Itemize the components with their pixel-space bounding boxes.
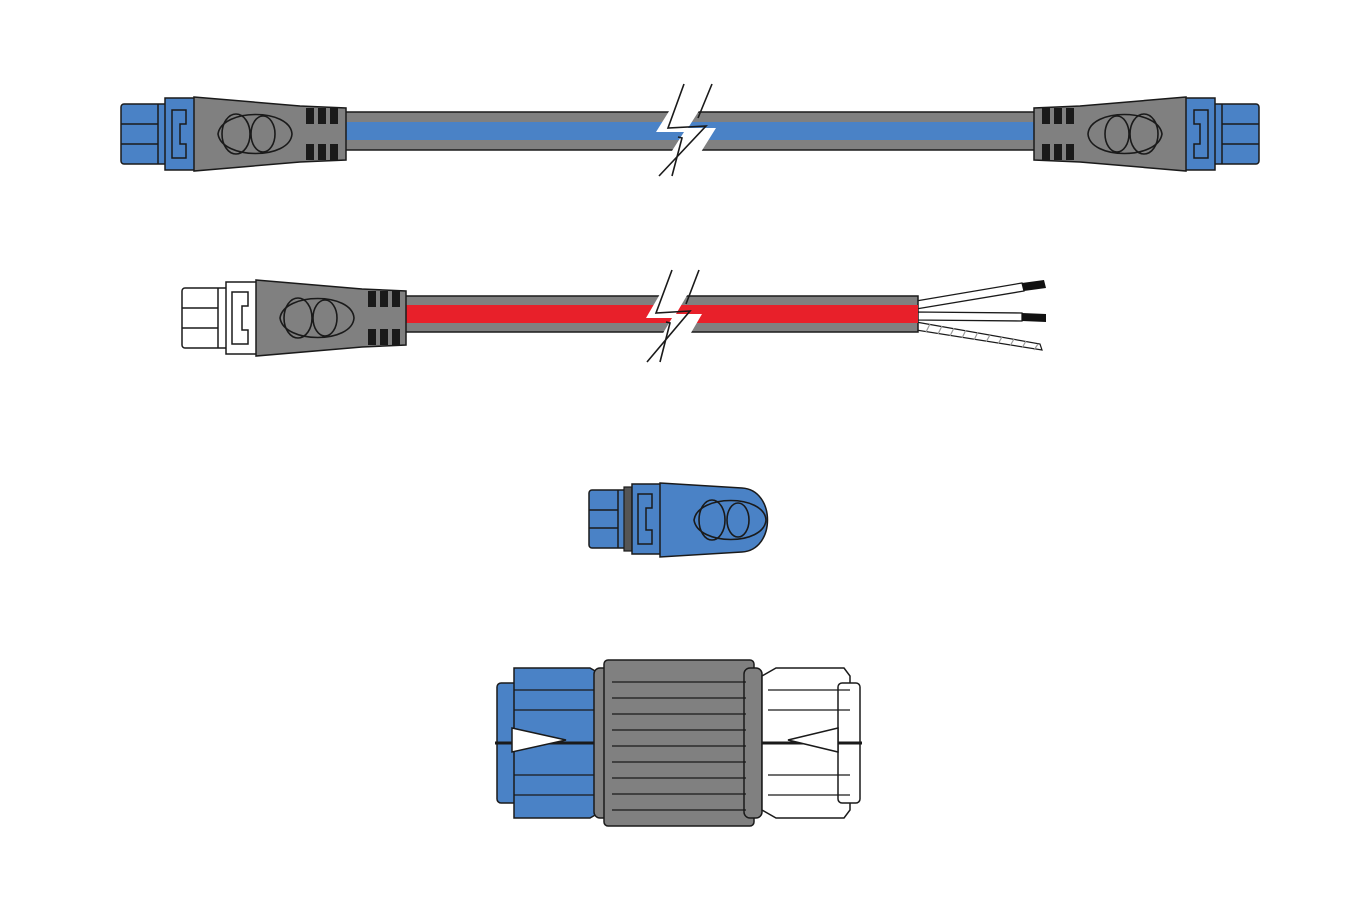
- shield-drain-wire: [915, 321, 1043, 351]
- joiner-middle-grey-body: [593, 659, 763, 827]
- power-cable: [181, 269, 1046, 363]
- grip-oval-icon: [217, 113, 293, 155]
- grip-oval-icon: [1087, 113, 1163, 155]
- grip-oval-icon: [693, 499, 767, 541]
- break-mark-icon: [646, 269, 702, 363]
- joiner-right-white-cap: [761, 667, 862, 819]
- backbone-left-connector: [120, 96, 347, 172]
- grip-ridges-icon: [1042, 108, 1074, 160]
- backbone-cable: [120, 83, 1260, 177]
- chevron-left-icon: [787, 727, 839, 753]
- joiner-left-blue-cap: [495, 667, 606, 819]
- terminator: [588, 482, 769, 558]
- break-mark-icon: [656, 83, 716, 177]
- t-piece-joiner: [495, 659, 862, 827]
- backbone-right-connector: [1033, 96, 1260, 172]
- grip-oval-icon: [279, 297, 355, 339]
- chevron-right-icon: [511, 727, 567, 753]
- bare-wires: [915, 280, 1046, 351]
- grip-ridges-icon: [306, 108, 338, 160]
- grip-ridges-icon: [368, 291, 400, 345]
- power-white-connector: [181, 279, 407, 357]
